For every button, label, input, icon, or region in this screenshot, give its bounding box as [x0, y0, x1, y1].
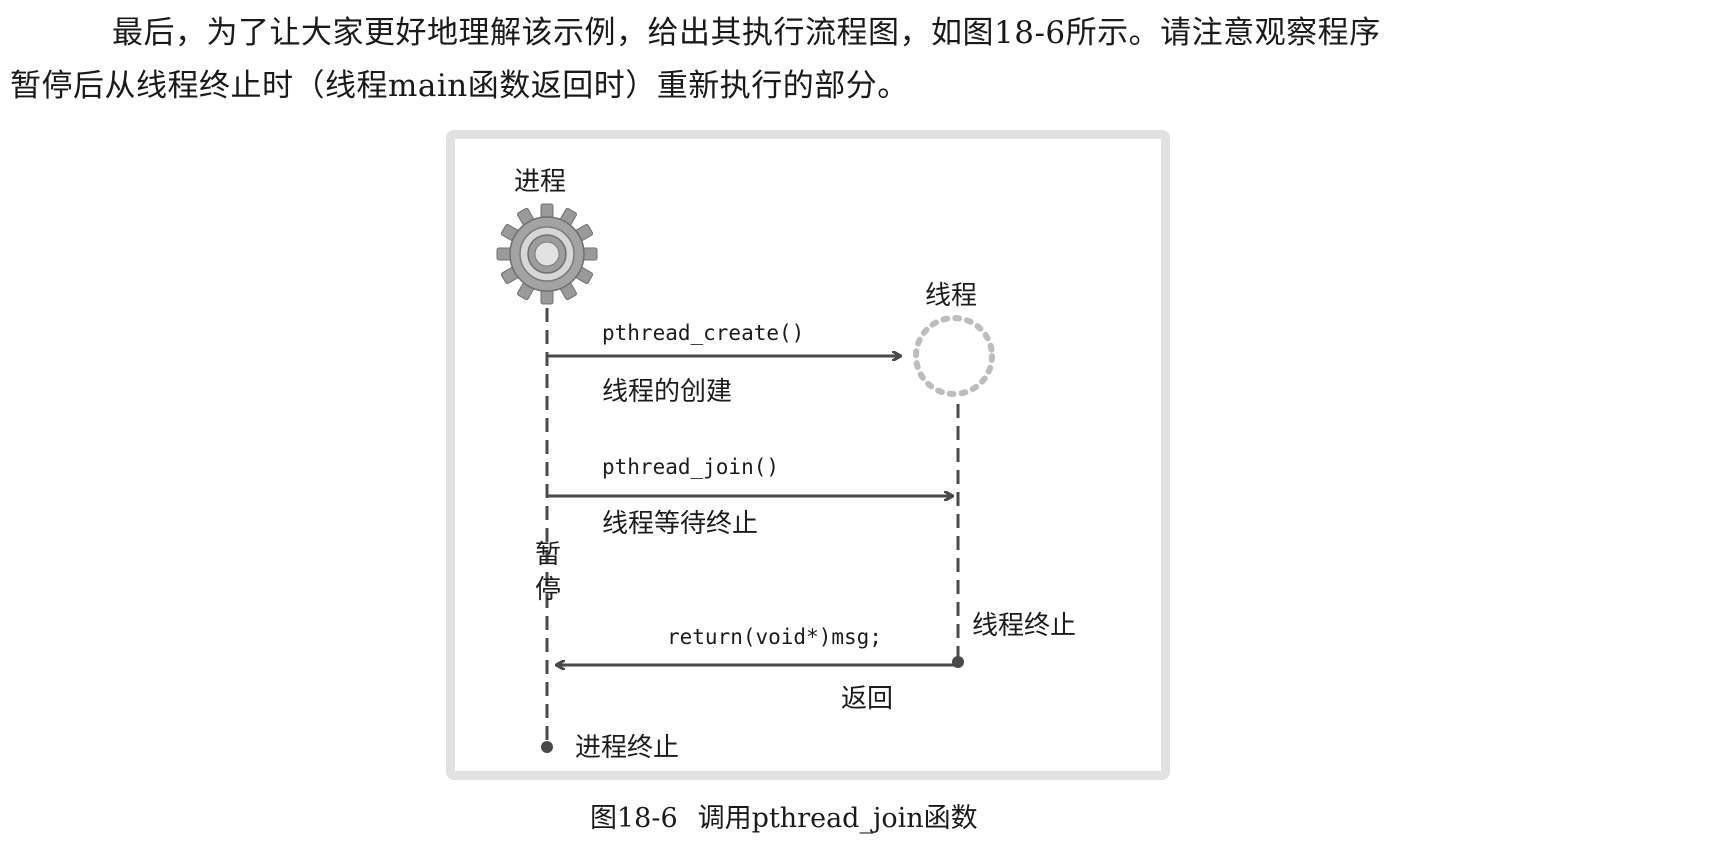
figure-number: 图18-6 [590, 803, 678, 834]
paragraph-line-1: 最后，为了让大家更好地理解该示例，给出其执行流程图，如图18-6所示。请注意观察… [112, 15, 1381, 51]
return-desc-label: 返回 [841, 684, 893, 714]
figure-caption: 图18-6 调用pthread_join函数 [590, 802, 978, 836]
process-label: 进程 [514, 167, 566, 197]
pause-label-top: 暂 [535, 540, 561, 570]
gear-icon [496, 203, 598, 305]
pause-label-bottom: 停 [535, 575, 561, 605]
dashed-circle-icon [913, 315, 995, 397]
thread-label: 线程 [925, 281, 977, 311]
join-call-label: pthread_join() [602, 455, 779, 479]
paragraph-line-2: 暂停后从线程终止时（线程main函数返回时）重新执行的部分。 [10, 68, 909, 104]
figure-title: 调用pthread_join函数 [697, 803, 978, 834]
create-call-label: pthread_create() [602, 321, 804, 345]
thread-end-label: 线程终止 [972, 611, 1076, 641]
process-end-label: 进程终止 [575, 733, 679, 763]
join-desc-label: 线程等待终止 [602, 509, 758, 539]
process-end-dot [541, 741, 553, 753]
create-desc-label: 线程的创建 [602, 377, 732, 407]
return-call-label: return(void*)msg; [667, 625, 882, 649]
